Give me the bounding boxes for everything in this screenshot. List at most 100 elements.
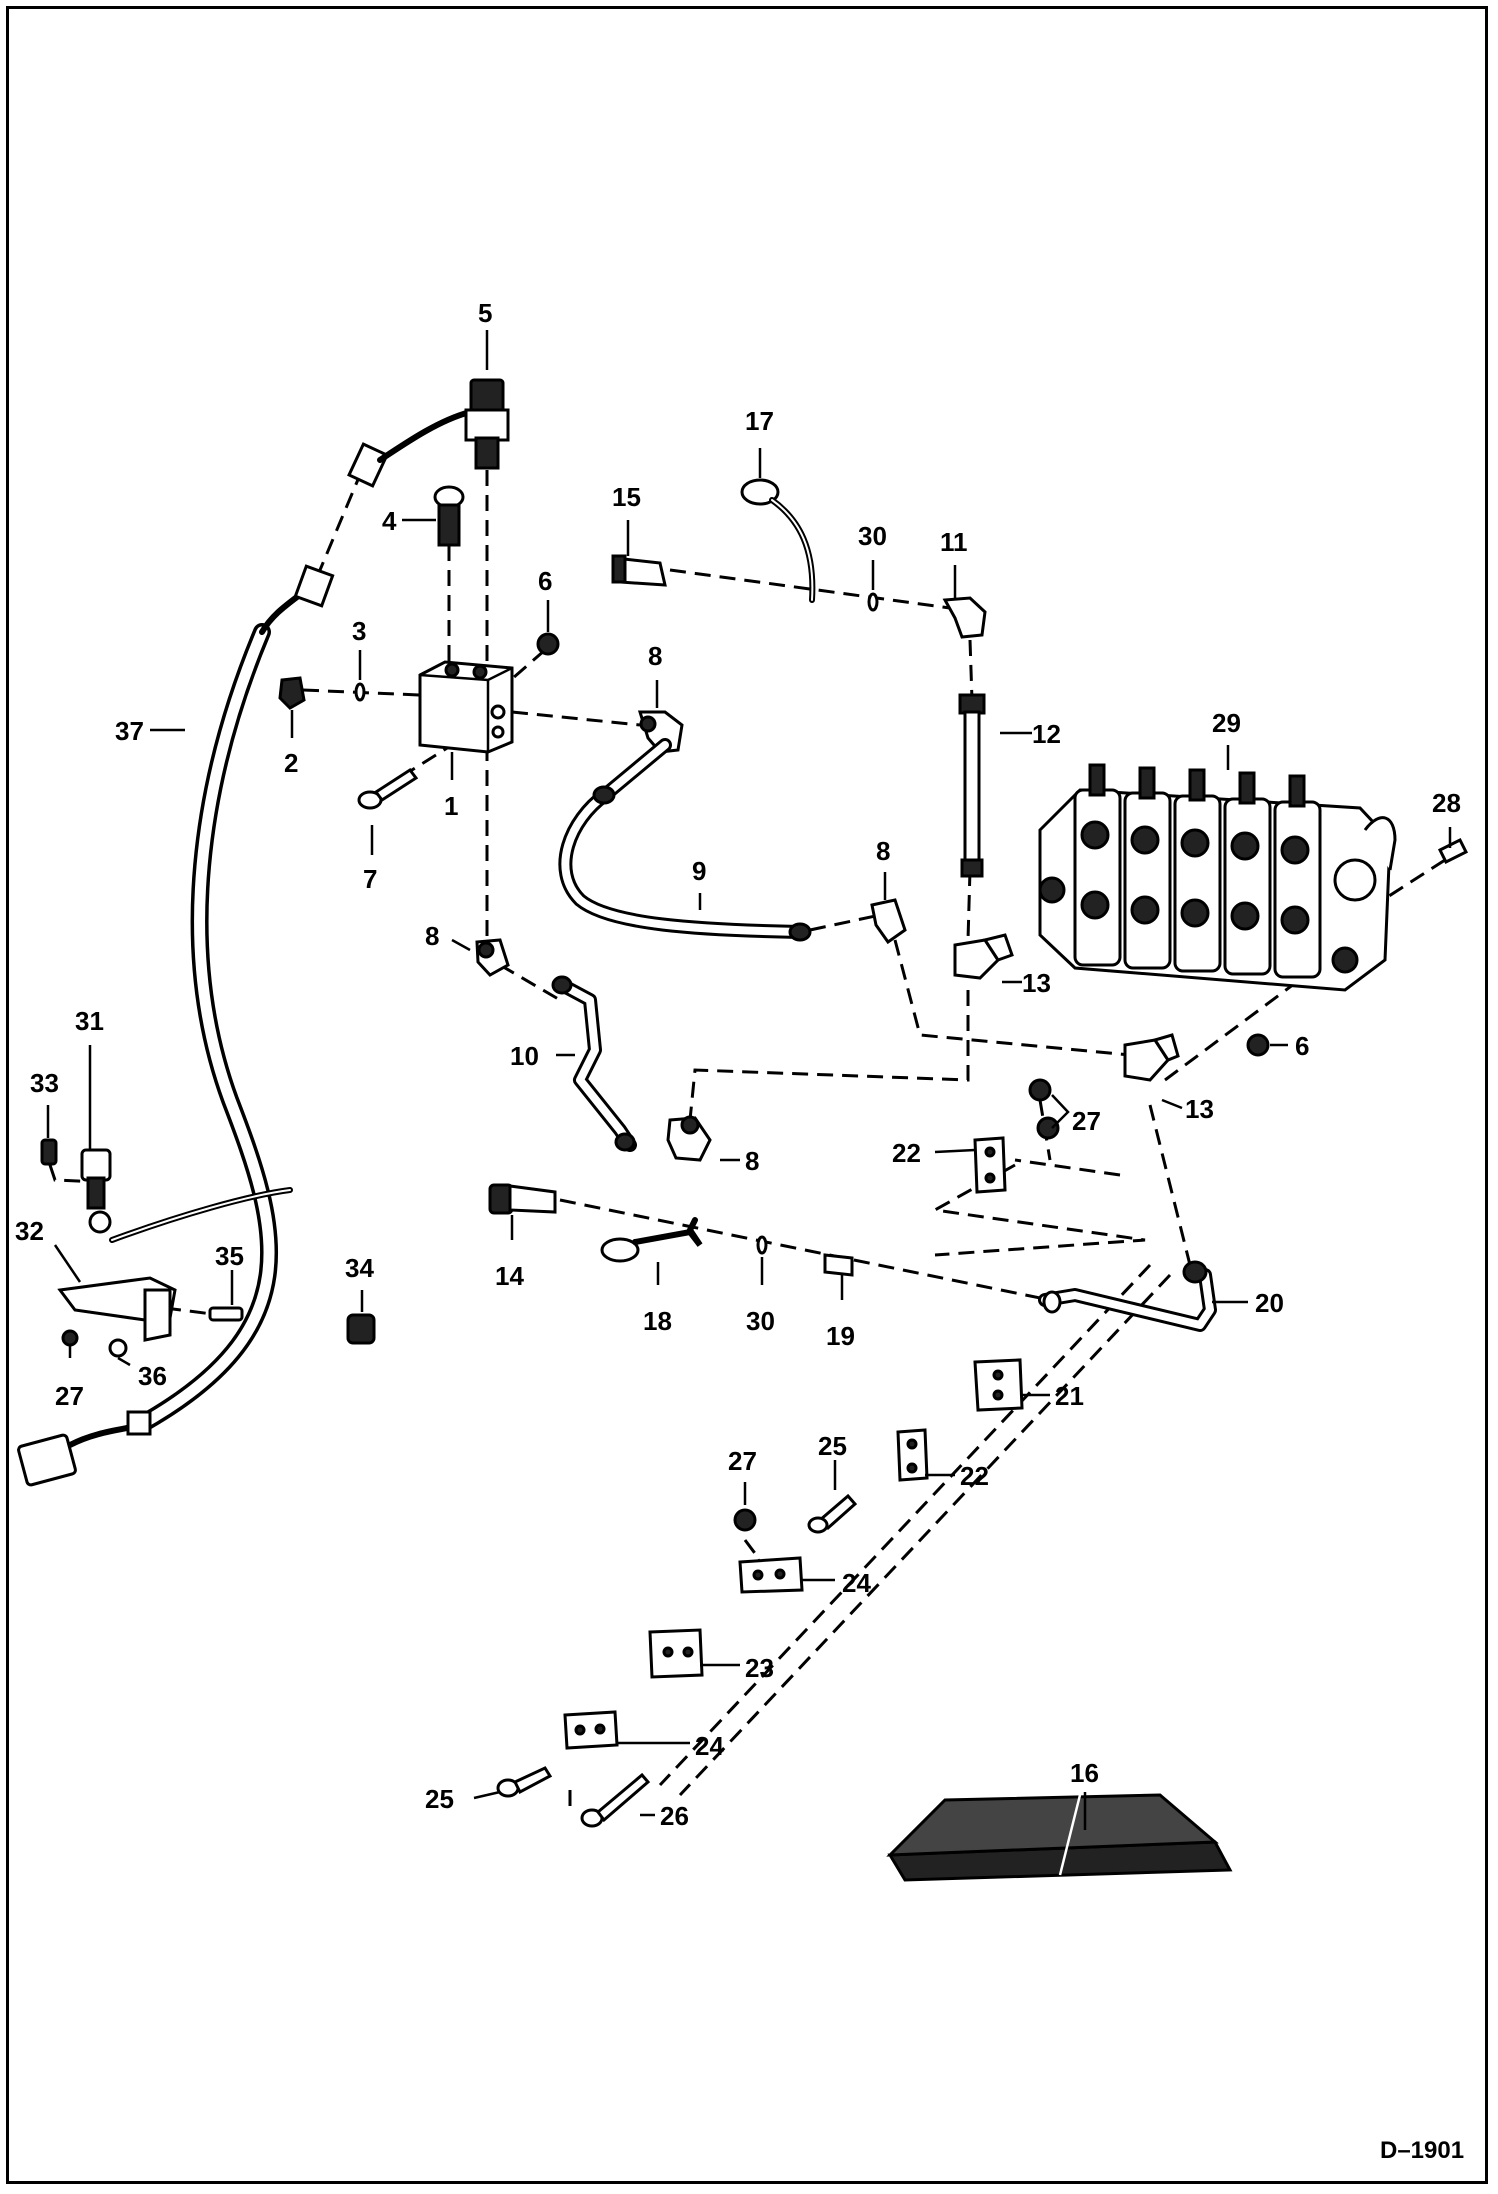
manifold-block-1 bbox=[418, 660, 514, 754]
bolt-7 bbox=[357, 767, 419, 810]
tube-10 bbox=[551, 975, 637, 1152]
callout-23: 23 bbox=[745, 1653, 774, 1683]
elbow-11 bbox=[942, 596, 987, 639]
nut-27-lower bbox=[733, 1508, 757, 1532]
plug-6-right bbox=[1246, 1033, 1270, 1057]
elbow-8-top bbox=[637, 710, 684, 754]
callout-26: 26 bbox=[660, 1801, 689, 1831]
callout-4: 4 bbox=[382, 506, 397, 536]
callout-32: 32 bbox=[15, 1216, 44, 1246]
tee-13-upper bbox=[953, 933, 1014, 980]
bolt-25-upper bbox=[807, 1493, 858, 1534]
bracket-32 bbox=[57, 1276, 177, 1342]
tee-13-lower bbox=[1123, 1033, 1180, 1082]
callout-27: 27 bbox=[1072, 1106, 1101, 1136]
callout-9: 9 bbox=[692, 856, 706, 886]
callout-13: 13 bbox=[1185, 1094, 1214, 1124]
wiring-harness-37 bbox=[17, 409, 473, 1487]
nuts-27-upper bbox=[1028, 1078, 1060, 1140]
callout-20: 20 bbox=[1255, 1288, 1284, 1318]
tube-12 bbox=[958, 693, 986, 878]
leader-lines bbox=[46, 330, 1452, 1830]
callout-labels: 5 17 15 30 11 4 6 3 8 12 29 37 2 1 28 7 … bbox=[15, 298, 1461, 1831]
clamp-21 bbox=[973, 1358, 1024, 1412]
callout-19: 19 bbox=[826, 1321, 855, 1351]
washer-36 bbox=[108, 1338, 128, 1358]
figure-code: D–1901 bbox=[1380, 2137, 1464, 2164]
callout-8: 8 bbox=[425, 921, 439, 951]
o-ring-30-top bbox=[867, 592, 879, 612]
tube-20 bbox=[1038, 1260, 1217, 1332]
callout-12: 12 bbox=[1032, 719, 1061, 749]
callout-25: 25 bbox=[425, 1784, 454, 1814]
callout-22: 22 bbox=[960, 1461, 989, 1491]
o-ring-3 bbox=[354, 682, 366, 702]
callout-30: 30 bbox=[858, 521, 887, 551]
coupler-14 bbox=[488, 1183, 557, 1215]
bolt-28 bbox=[1437, 837, 1469, 865]
callout-15: 15 bbox=[612, 482, 641, 512]
screw-35 bbox=[208, 1306, 244, 1322]
callout-5: 5 bbox=[478, 298, 492, 328]
callout-8: 8 bbox=[745, 1146, 759, 1176]
callout-24: 24 bbox=[842, 1568, 871, 1598]
callout-33: 33 bbox=[30, 1068, 59, 1098]
callout-30: 30 bbox=[746, 1306, 775, 1336]
pressure-switch-5 bbox=[464, 378, 510, 470]
callout-2: 2 bbox=[284, 748, 298, 778]
callout-28: 28 bbox=[1432, 788, 1461, 818]
diagram-border bbox=[6, 6, 1488, 2184]
plug-2 bbox=[278, 676, 306, 710]
callout-1: 1 bbox=[444, 791, 458, 821]
plate-24-upper bbox=[738, 1556, 804, 1594]
callout-16: 16 bbox=[1070, 1758, 1099, 1788]
bolt-26 bbox=[580, 1772, 651, 1828]
elbow-8-bottom bbox=[666, 1115, 712, 1162]
callout-13: 13 bbox=[1022, 968, 1051, 998]
cap-hose-17 bbox=[740, 478, 816, 603]
callout-8: 8 bbox=[648, 641, 662, 671]
callout-18: 18 bbox=[643, 1306, 672, 1336]
cap-strap-18 bbox=[600, 1217, 703, 1263]
assembly-dashed-lines bbox=[48, 469, 1446, 1810]
callout-24: 24 bbox=[695, 1731, 724, 1761]
callout-6: 6 bbox=[1295, 1031, 1309, 1061]
callout-22: 22 bbox=[892, 1138, 921, 1168]
callout-14: 14 bbox=[495, 1261, 524, 1291]
decal-16 bbox=[886, 1793, 1233, 1882]
control-valve-29 bbox=[1038, 763, 1397, 992]
callout-3: 3 bbox=[352, 616, 366, 646]
fitting-4 bbox=[433, 485, 465, 547]
elbow-8-right bbox=[870, 898, 907, 945]
plate-22-upper bbox=[973, 1136, 1007, 1194]
elbow-8-left bbox=[475, 938, 510, 977]
callout-21: 21 bbox=[1055, 1381, 1084, 1411]
callout-35: 35 bbox=[215, 1241, 244, 1271]
callout-27: 27 bbox=[728, 1446, 757, 1476]
callout-8: 8 bbox=[876, 836, 890, 866]
callout-29: 29 bbox=[1212, 708, 1241, 738]
adapter-15 bbox=[611, 554, 667, 587]
fitting-19 bbox=[823, 1253, 854, 1277]
nut-27-left bbox=[61, 1329, 79, 1347]
callout-10: 10 bbox=[510, 1041, 539, 1071]
plate-24-lower bbox=[563, 1710, 619, 1750]
plug-6-top bbox=[536, 632, 560, 656]
switch-31 bbox=[80, 1148, 112, 1234]
callout-34: 34 bbox=[345, 1253, 374, 1283]
callout-7: 7 bbox=[363, 864, 377, 894]
callout-11: 11 bbox=[940, 527, 968, 557]
callout-27: 27 bbox=[55, 1381, 84, 1411]
clamp-23 bbox=[648, 1628, 704, 1679]
screw-33 bbox=[40, 1138, 58, 1166]
callout-25: 25 bbox=[818, 1431, 847, 1461]
callout-17: 17 bbox=[745, 406, 774, 436]
bolt-25-lower bbox=[496, 1766, 553, 1798]
tube-9 bbox=[558, 738, 812, 942]
plate-22-lower bbox=[896, 1428, 929, 1482]
callout-6: 6 bbox=[538, 566, 552, 596]
callout-37: 37 bbox=[115, 716, 144, 746]
callout-36: 36 bbox=[138, 1361, 167, 1391]
callout-31: 31 bbox=[75, 1006, 104, 1036]
